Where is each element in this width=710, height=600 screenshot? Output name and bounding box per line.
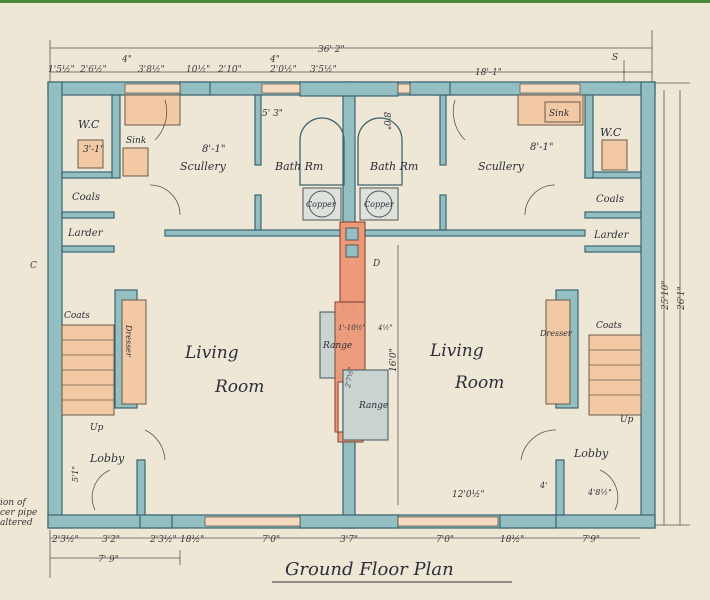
svg-text:7'0": 7'0" — [262, 535, 280, 545]
svg-text:2'10": 2'10" — [217, 65, 242, 75]
svg-text:W.C: W.C — [600, 126, 622, 139]
svg-text:7'0": 7'0" — [436, 535, 454, 545]
fittings — [61, 94, 642, 416]
svg-text:12'0½": 12'0½" — [452, 489, 485, 500]
svg-text:W.C: W.C — [78, 118, 100, 131]
svg-text:3'7": 3'7" — [340, 535, 358, 545]
svg-text:4': 4' — [539, 481, 547, 490]
svg-text:Coals: Coals — [72, 192, 100, 203]
svg-text:8'-1": 8'-1" — [202, 144, 225, 155]
svg-text:5' 3": 5' 3" — [262, 109, 283, 119]
svg-text:Lobby: Lobby — [89, 452, 125, 465]
svg-text:Dresser: Dresser — [539, 329, 573, 338]
svg-text:2'3½": 2'3½" — [149, 534, 177, 545]
svg-text:25'10": 25'10" — [661, 280, 671, 311]
svg-text:Up: Up — [90, 423, 104, 433]
svg-text:18½": 18½" — [180, 534, 204, 545]
chimney-stack — [319, 221, 389, 443]
svg-text:1'-10½": 1'-10½" — [338, 324, 366, 332]
top-border — [0, 0, 710, 3]
svg-text:7'9": 7'9" — [582, 535, 600, 545]
svg-text:Up: Up — [620, 415, 634, 425]
svg-text:Bath Rm: Bath Rm — [274, 160, 323, 173]
svg-text:Coats: Coats — [596, 321, 622, 331]
svg-text:Living: Living — [184, 343, 239, 363]
svg-text:Room: Room — [454, 373, 504, 393]
room-labels: W.C 3'-1" Sink 8'-1" Scullery 5' 3" Bath… — [64, 109, 634, 500]
svg-text:Scullery: Scullery — [478, 160, 525, 173]
drawing-title: Ground Floor Plan — [285, 559, 454, 580]
svg-text:16'0": 16'0" — [389, 348, 399, 372]
svg-text:18'-1": 18'-1" — [475, 68, 502, 78]
svg-text:Sink: Sink — [126, 136, 146, 146]
svg-text:Bath Rm: Bath Rm — [369, 160, 418, 173]
svg-text:8'-1": 8'-1" — [530, 142, 553, 153]
svg-text:1'5½": 1'5½" — [48, 64, 75, 75]
svg-text:Larder: Larder — [593, 230, 630, 241]
svg-text:5'1": 5'1" — [71, 466, 80, 482]
svg-text:Larder: Larder — [67, 228, 104, 239]
svg-text:4": 4" — [121, 55, 132, 65]
svg-text:Living: Living — [429, 341, 484, 361]
svg-text:4": 4" — [269, 55, 280, 65]
svg-text:3'5½": 3'5½" — [310, 64, 337, 75]
doors — [91, 99, 619, 511]
svg-text:Coals: Coals — [596, 194, 624, 205]
svg-text:Room: Room — [214, 377, 264, 397]
svg-text:2'6½": 2'6½" — [79, 64, 107, 75]
svg-text:C: C — [30, 261, 37, 271]
svg-text:altered: altered — [0, 518, 33, 528]
svg-text:ion of: ion of — [0, 498, 27, 508]
svg-text:Range: Range — [322, 341, 352, 351]
svg-text:Coats: Coats — [64, 311, 90, 321]
svg-text:Scullery: Scullery — [180, 160, 227, 173]
svg-text:Copper: Copper — [306, 200, 337, 209]
svg-text:4½": 4½" — [377, 324, 392, 332]
dimension-labels: 36' 2" 1'5½" 2'6½" 4" 3'8½" 10½" 2'10" 4… — [0, 45, 687, 565]
svg-text:3'2": 3'2" — [102, 535, 120, 545]
stairs — [62, 339, 641, 401]
svg-text:10½": 10½" — [186, 64, 210, 75]
svg-text:18½": 18½" — [500, 534, 524, 545]
svg-text:Lobby: Lobby — [573, 447, 609, 460]
svg-text:2'0½": 2'0½" — [269, 64, 297, 75]
svg-text:D: D — [372, 259, 380, 269]
svg-text:cer pipe: cer pipe — [0, 508, 37, 518]
svg-text:Copper: Copper — [364, 200, 395, 209]
svg-text:S: S — [612, 53, 618, 63]
svg-text:Dresser: Dresser — [124, 324, 133, 358]
svg-text:2'7½": 2'7½" — [344, 366, 356, 389]
svg-text:3'-1": 3'-1" — [83, 145, 104, 155]
svg-text:26'1": 26'1" — [677, 286, 687, 311]
svg-text:8'0": 8'0" — [381, 112, 391, 130]
dimension-lines — [49, 30, 690, 578]
svg-text:Range: Range — [358, 401, 388, 411]
svg-text:4'8½": 4'8½" — [587, 488, 612, 497]
windows — [124, 83, 581, 527]
svg-text:Sink: Sink — [549, 109, 569, 119]
svg-text:7' 9": 7' 9" — [98, 555, 119, 565]
svg-text:3'8½": 3'8½" — [138, 64, 165, 75]
svg-text:36' 2": 36' 2" — [318, 45, 345, 55]
svg-text:2'3½": 2'3½" — [51, 534, 79, 545]
